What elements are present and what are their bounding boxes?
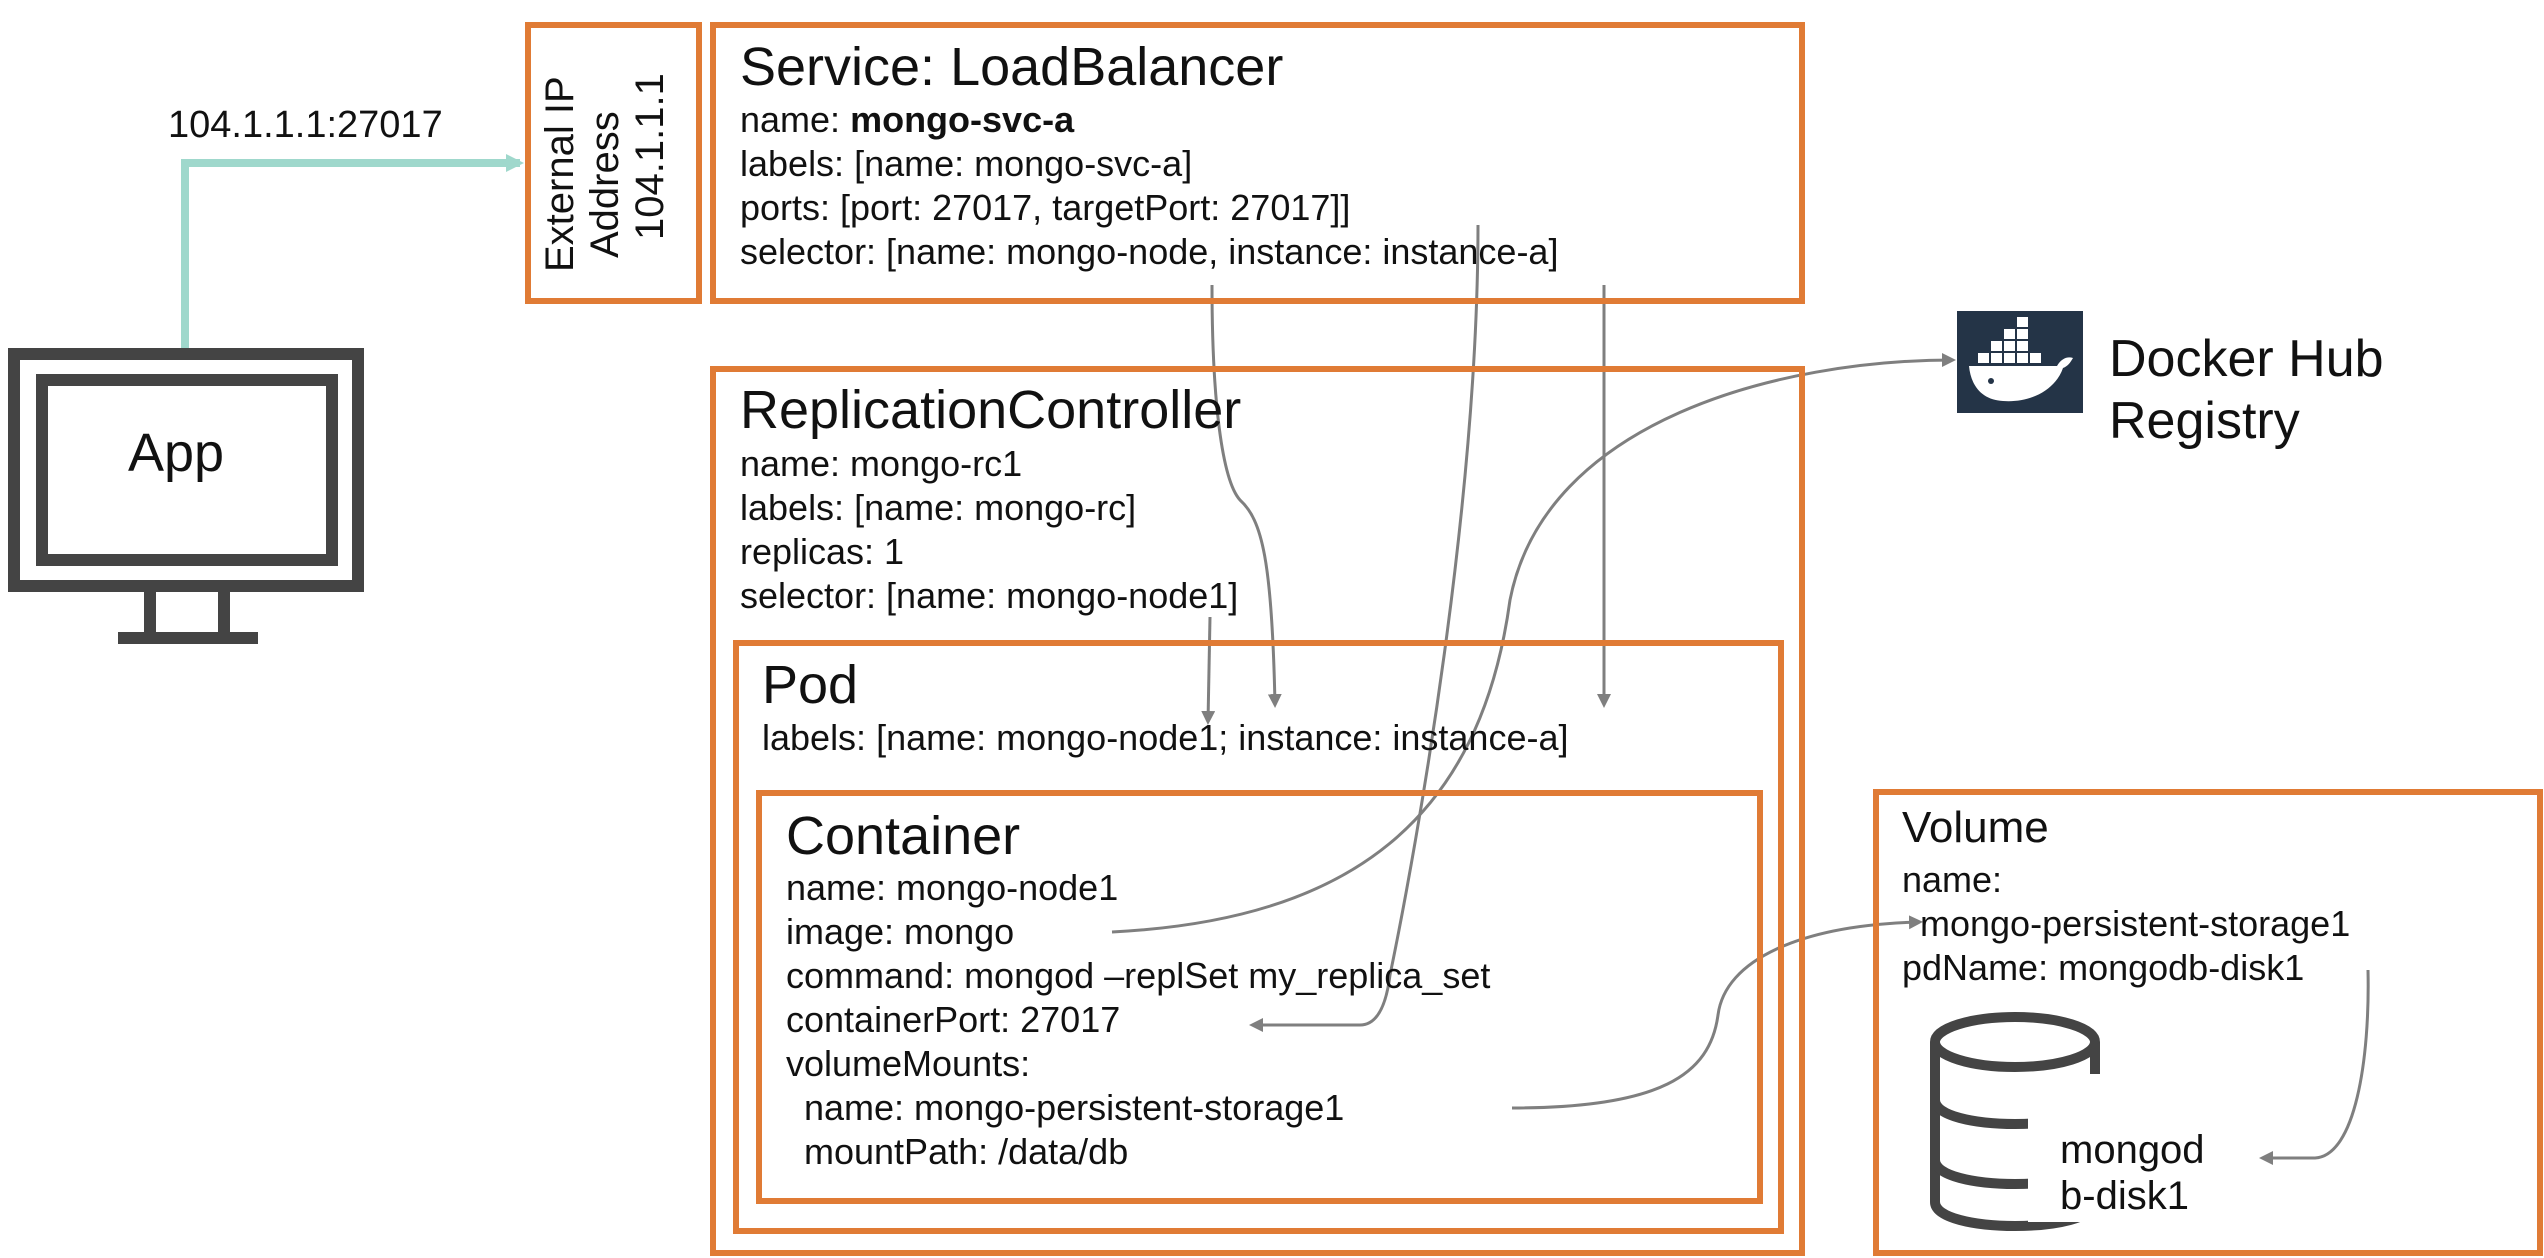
service-ports: ports: [port: 27017, targetPort: 27017]]	[740, 187, 1351, 228]
monitor-icon	[8, 348, 364, 644]
volume-name-value: mongo-persistent-storage1	[1920, 903, 2351, 944]
rc-replicas: replicas: 1	[740, 531, 905, 572]
app-node: App	[8, 348, 364, 648]
disk-line1: mongod	[2060, 1128, 2205, 1172]
app-to-external-ip-connector	[181, 154, 524, 350]
volume-name-key: name:	[1902, 859, 2003, 900]
app-label: App	[128, 423, 225, 483]
container-mount-path: mountPath: /data/db	[804, 1131, 1129, 1172]
disk-line2: b-disk1	[2060, 1174, 2189, 1218]
container-port: containerPort: 27017	[786, 999, 1121, 1040]
external-ip-value: 104.1.1.1	[628, 73, 672, 240]
docker-hub-line2: Registry	[2109, 392, 2300, 450]
container-name: name: mongo-node1	[786, 867, 1119, 908]
connection-label: 104.1.1.1:27017	[168, 104, 443, 146]
volume-pdname: pdName: mongodb-disk1	[1902, 947, 2305, 988]
docker-whale-icon	[1957, 311, 2083, 413]
service-box	[710, 22, 1805, 304]
container-box	[756, 790, 1763, 1204]
rc-name: name: mongo-rc1	[740, 443, 1023, 484]
pod-title: Pod	[762, 655, 859, 715]
pdname-to-disk-arrow	[2259, 969, 2370, 1165]
docker-hub-line1: Docker Hub	[2109, 330, 2384, 388]
external-ip-box	[525, 22, 702, 304]
service-selector: selector: [name: mongo-node, instance: i…	[740, 231, 1559, 272]
selector-name-arrow	[1210, 284, 1282, 708]
pod-box	[733, 640, 1784, 1234]
external-ip-line1: External IP	[538, 76, 582, 272]
rc-title: ReplicationController	[740, 380, 1242, 440]
rc-selector: selector: [name: mongo-node1]	[740, 575, 1239, 616]
service-name-value: mongo-svc-a	[850, 99, 1075, 140]
docker-hub-node: Docker Hub Registry	[1957, 311, 2517, 461]
container-volume-mounts: volumeMounts:	[786, 1043, 1031, 1084]
volume-box	[1873, 789, 2543, 1256]
rc-labels: labels: [name: mongo-rc]	[740, 487, 1137, 528]
container-mount-name: name: mongo-persistent-storage1	[804, 1087, 1345, 1128]
service-title: Service: LoadBalancer	[740, 37, 1284, 97]
service-labels: labels: [name: mongo-svc-a]	[740, 143, 1193, 184]
service-name: name: mongo-svc-a	[740, 102, 1074, 138]
container-title: Container	[786, 806, 1021, 866]
container-command: command: mongod –replSet my_replica_set	[786, 955, 1491, 996]
image-to-registry-arrow	[1111, 353, 1956, 934]
volume-title: Volume	[1902, 803, 2049, 852]
pod-labels: labels: [name: mongo-node1; instance: in…	[762, 717, 1569, 758]
replication-controller-box	[710, 366, 1805, 1256]
mount-to-volume-arrow	[1511, 915, 1923, 1110]
container-image: image: mongo	[786, 911, 1015, 952]
external-ip-line2: Address	[583, 111, 627, 258]
rc-selector-arrow	[1201, 616, 1216, 725]
database-icon	[1930, 1012, 2108, 1231]
service-name-key: name:	[740, 99, 851, 140]
